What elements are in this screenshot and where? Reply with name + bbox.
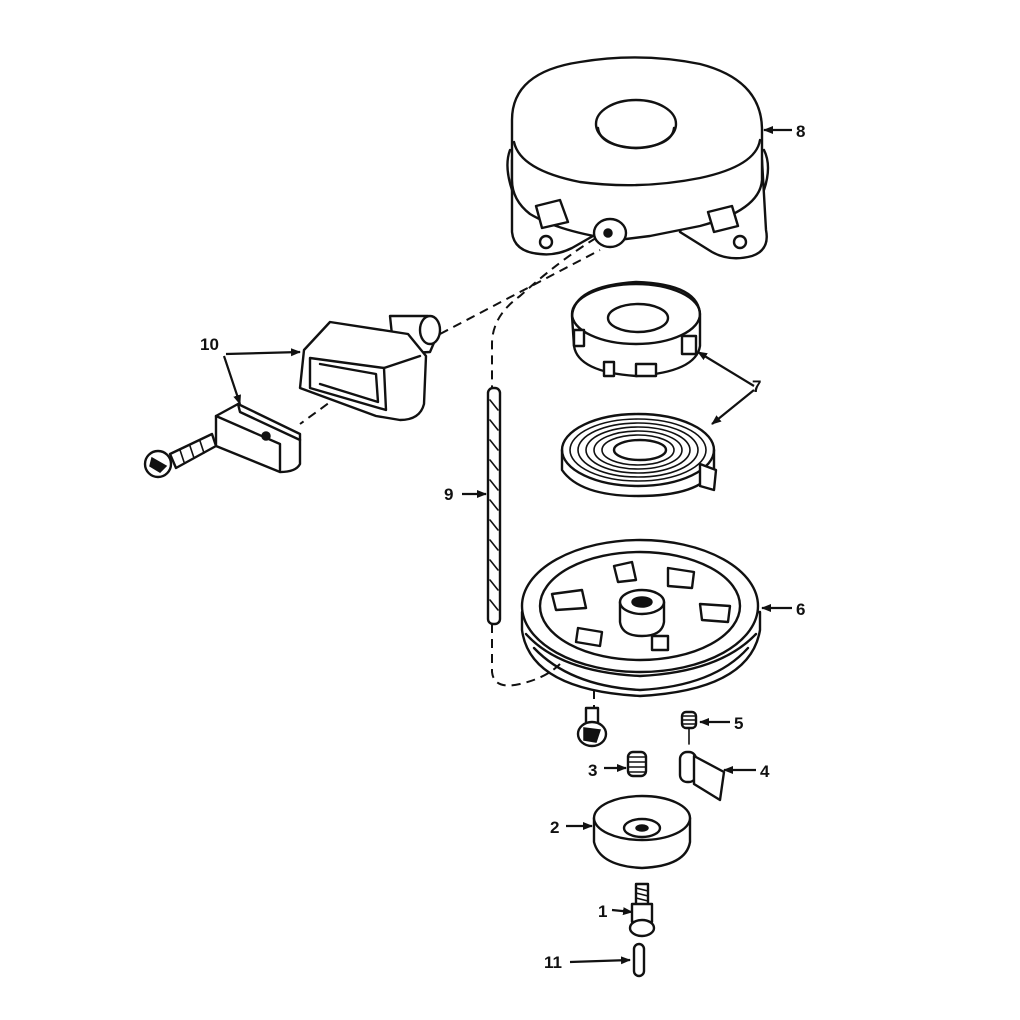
- part-7-recoil-spring: [560, 412, 718, 498]
- callout-7: 7: [752, 377, 761, 396]
- part-5-small-spring: [680, 710, 698, 745]
- callout-8: 8: [796, 122, 805, 141]
- part-4-pawl: [678, 750, 726, 802]
- handle-screw: [143, 432, 218, 479]
- part-7-spring-cup: [570, 280, 702, 378]
- callout-1: 1: [598, 902, 607, 921]
- callout-2: 2: [550, 818, 559, 837]
- part-1-shoulder-screw: [628, 882, 656, 938]
- part-2-retainer: [592, 794, 692, 870]
- callout-9: 9: [444, 485, 453, 504]
- callout-4: 4: [760, 762, 770, 781]
- callout-11: 11: [544, 953, 562, 972]
- callout-5: 5: [734, 714, 743, 733]
- callout-10: 10: [200, 335, 219, 354]
- part-10-handle-insert: [214, 402, 302, 474]
- leader-arrows: [222, 126, 792, 965]
- part-11-pin: [632, 942, 646, 978]
- part-9-starter-rope: [486, 386, 502, 626]
- part-10-handle: [298, 314, 442, 422]
- callout-3: 3: [588, 761, 597, 780]
- rope-path-dashed-line: [491, 237, 597, 388]
- pawl-retainer: [576, 706, 608, 748]
- part-8-starter-housing: [506, 56, 770, 260]
- part-6-pulley: [520, 538, 762, 698]
- rope-path-dashed-line-lower: [491, 624, 561, 687]
- part-3-spring: [626, 750, 648, 778]
- handle-path-dashed-line: [439, 249, 601, 335]
- callout-6: 6: [796, 600, 805, 619]
- handle-path-dashed-line-lower: [299, 385, 353, 425]
